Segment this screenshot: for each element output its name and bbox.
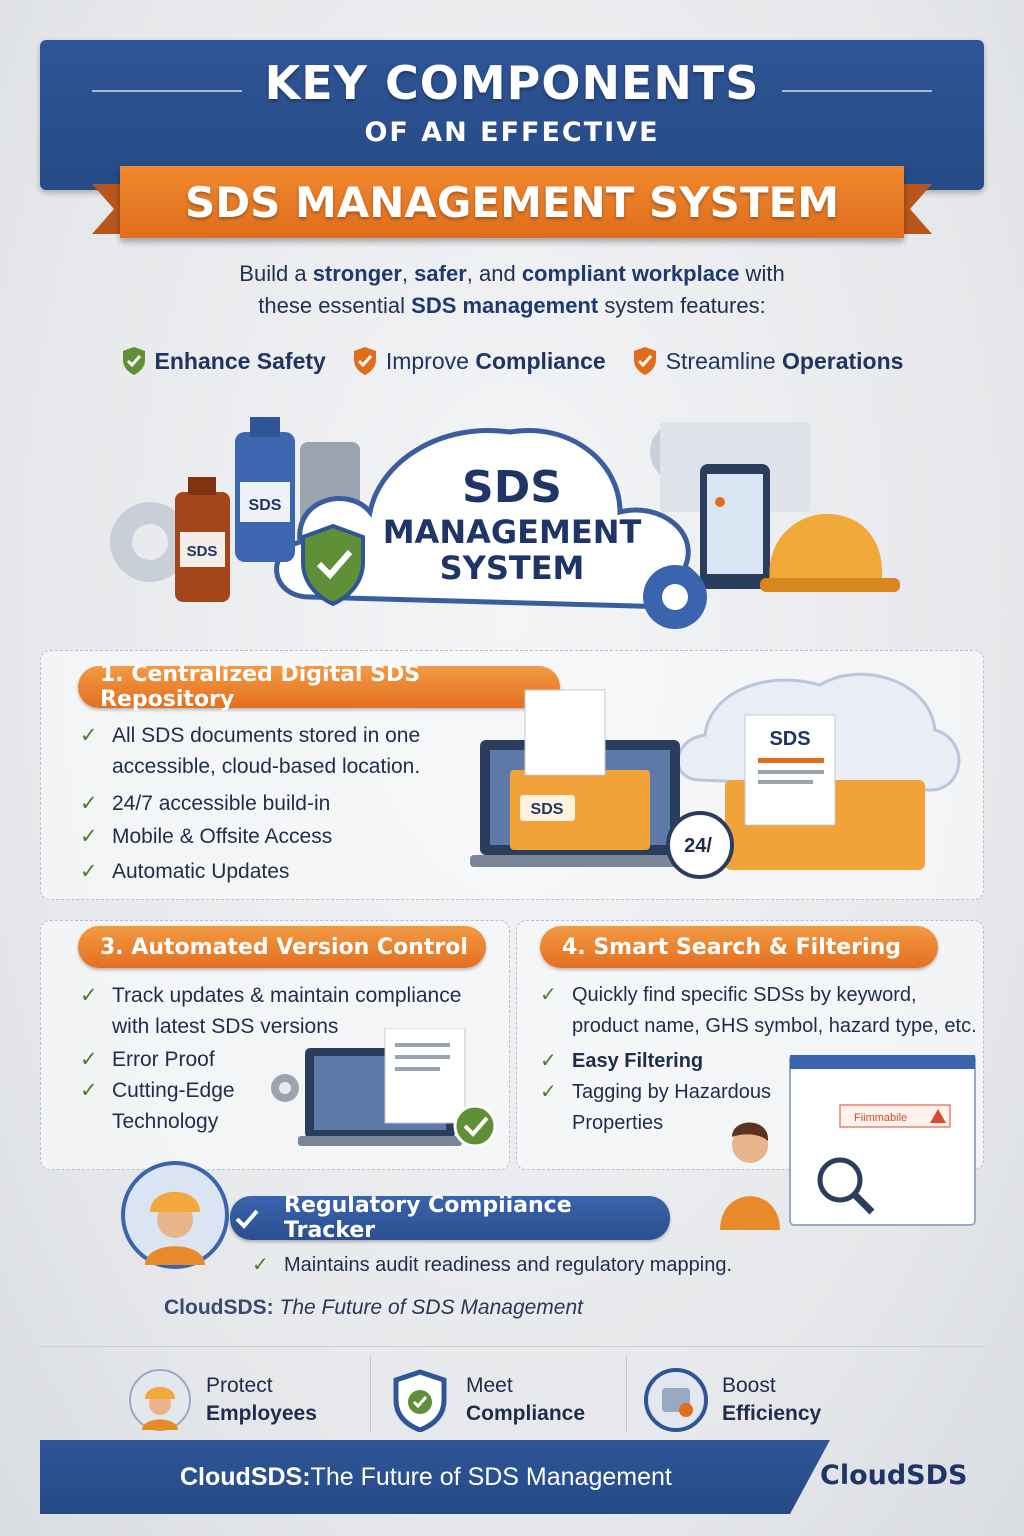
list-item: 24/7 accessible build-in: [78, 788, 478, 819]
list-item: Cutting-Edge Technology: [78, 1075, 248, 1137]
version-control-illustration: [271, 1028, 497, 1148]
folder-icon: SDS: [510, 689, 650, 850]
worker-avatar-icon: [121, 1161, 229, 1269]
orange-shield-check-icon: [633, 347, 656, 375]
strip-divider: [626, 1356, 627, 1432]
page-title: KEY COMPONENTS: [264, 56, 760, 110]
worker-avatar-icon: [129, 1369, 191, 1431]
phone-icon: [700, 464, 770, 589]
check-icon: [235, 1209, 259, 1229]
list-item: Mobile & Offsite Access: [78, 821, 478, 852]
magnifier-icon: [817, 1157, 875, 1215]
section-search-title: 4. Smart Search & Filtering: [540, 926, 938, 968]
search-illustration: Fiimmabile: [720, 1055, 976, 1230]
hero-cloud-title: SDS MANAGEMENT SYSTEM: [382, 462, 642, 587]
hero-illustration: SDS SDS: [110, 417, 900, 629]
benefit-improve-compliance: Improve Compliance: [352, 346, 606, 376]
footer-banner: CloudSDS: The Future of SDS Management: [40, 1440, 830, 1514]
hard-hat-icon: [760, 513, 900, 592]
gear-icon: [271, 1074, 299, 1102]
header-rule-right: [782, 90, 932, 92]
shield-check-icon: [301, 523, 365, 607]
repository-illustration: SDS SDS 24/: [470, 672, 961, 879]
tagline: CloudSDS: The Future of SDS Management: [164, 1296, 583, 1319]
svg-text:SDS: SDS: [769, 728, 810, 750]
tracker-title: Regulatory Compiiance Tracker: [230, 1193, 670, 1243]
title-ribbon: SDS MANAGEMENT SYSTEM: [120, 166, 904, 238]
intro-text: Build a stronger, safer, and compliant w…: [239, 261, 785, 318]
orange-shield-check-icon: [353, 347, 376, 375]
efficiency-badge-icon: [644, 1368, 708, 1432]
sds-bottle-icon: SDS: [235, 417, 295, 562]
section-version-title: 3. Automated Version Control: [78, 926, 486, 968]
section-search-list: Quickly find specific SDSs by keyword, p…: [538, 980, 984, 1139]
section-repository-list: All SDS documents stored in one accessib…: [78, 720, 478, 887]
shield-check-icon: [393, 1369, 447, 1432]
list-item: Maintains audit readiness and regulatory…: [250, 1250, 810, 1281]
green-shield-check-icon: [122, 347, 145, 375]
svg-text:SDS: SDS: [531, 801, 564, 818]
benefit-streamline-operations: Streamline Operations: [632, 346, 903, 376]
page-subtitle: OF AN EFFECTIVE: [364, 117, 660, 148]
gear-icon: [110, 502, 190, 582]
clock-24-icon: 24/: [666, 811, 734, 879]
person-avatar-icon: [720, 1122, 780, 1230]
svg-text:24/: 24/: [684, 835, 712, 857]
header-rule-left: [92, 90, 242, 92]
list-item: Track updates & maintain compliance with…: [78, 980, 498, 1042]
gear-icon: [643, 565, 707, 629]
cloud-icon: [274, 428, 702, 610]
svg-text:SDS: SDS: [187, 543, 218, 560]
list-item: Tagging by Hazardous Properties: [538, 1077, 798, 1139]
svg-text:Fiimmabile: Fiimmabile: [854, 1112, 907, 1124]
header-band: [40, 40, 984, 190]
sds-folder-icon: SDS: [725, 714, 925, 870]
document-icon: [384, 1028, 466, 1124]
sds-bottle-icon: SDS: [175, 477, 230, 602]
section-version-list: Track updates & maintain compliance with…: [78, 980, 498, 1137]
cloudsds-logo: CloudSDS: [820, 1460, 968, 1491]
list-item: Easy Filtering: [538, 1046, 984, 1077]
benefit-enhance-safety: Enhance Safety: [121, 346, 326, 376]
list-item: All SDS documents stored in one accessib…: [78, 720, 478, 782]
list-item: Quickly find specific SDSs by keyword, p…: [538, 980, 984, 1042]
check-badge-icon: [453, 1104, 497, 1148]
tracker-list: Maintains audit readiness and regulatory…: [250, 1250, 810, 1281]
list-item: Automatic Updates: [78, 856, 478, 887]
benefit-row: Enhance Safety Improve Compliance Stream…: [0, 346, 1024, 376]
browser-window-icon: Fiimmabile: [789, 1055, 976, 1226]
svg-text:SDS: SDS: [249, 497, 282, 514]
benefit-strip: [40, 1346, 984, 1438]
list-item: Error Proof: [78, 1044, 498, 1075]
section-repository-title: 1. Centralized Digital SDS Repository: [78, 662, 560, 712]
strip-divider: [370, 1356, 371, 1432]
